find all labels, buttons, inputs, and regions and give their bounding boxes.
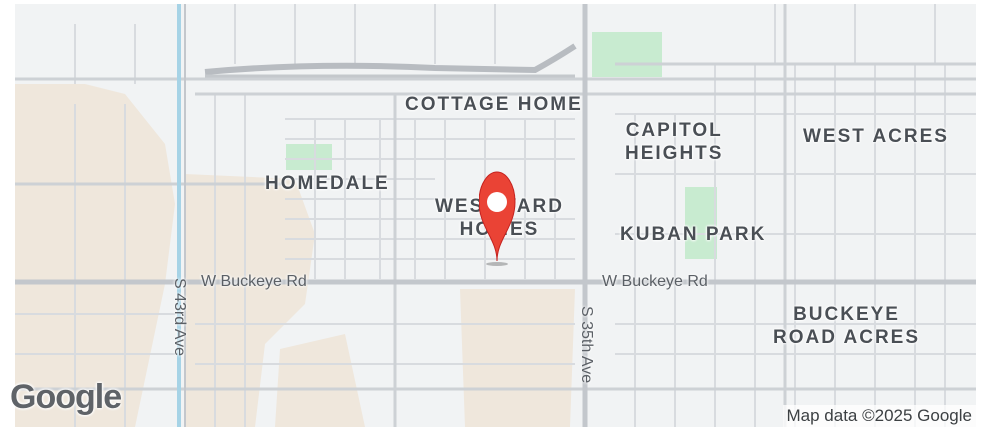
map-attribution: Map data ©2025 Google [782, 405, 976, 427]
map-label-kuban-park: KUBAN PARK [620, 224, 767, 245]
map-label-west-acres: WEST ACRES [803, 126, 949, 147]
collector-roads [15, 4, 976, 427]
location-pin-icon[interactable] [478, 169, 535, 269]
map-label-homedale: HOMEDALE [265, 173, 390, 194]
map-canvas[interactable] [15, 4, 976, 427]
road-label-s-35th-ave: S 35th Ave [578, 306, 595, 384]
canal [177, 4, 186, 427]
terrain-areas [15, 84, 575, 427]
map-label-capitol-line2: HEIGHTS [625, 143, 724, 164]
map-label-cottage-home: COTTAGE HOME [405, 94, 583, 115]
map-view[interactable]: COTTAGE HOME CAPITOL HEIGHTS WEST ACRES … [15, 4, 976, 427]
map-label-buckeye-line1: BUCKEYE [793, 304, 900, 325]
map-label-capitol-heights: CAPITOL HEIGHTS [625, 119, 723, 165]
parks [286, 32, 717, 259]
map-label-buckeye-road-acres: BUCKEYE ROAD ACRES [773, 303, 920, 349]
road-label-buckeye-west: W Buckeye Rd [201, 273, 307, 290]
road-label-buckeye-east: W Buckeye Rd [602, 273, 708, 290]
major-roads [15, 4, 976, 427]
rail-yard [204, 43, 577, 78]
map-label-capitol-line1: CAPITOL [625, 120, 723, 141]
map-label-buckeye-line2: ROAD ACRES [773, 327, 921, 348]
road-label-s-43rd-ave: S 43rd Ave [171, 278, 188, 356]
google-logo: Google [10, 378, 122, 416]
